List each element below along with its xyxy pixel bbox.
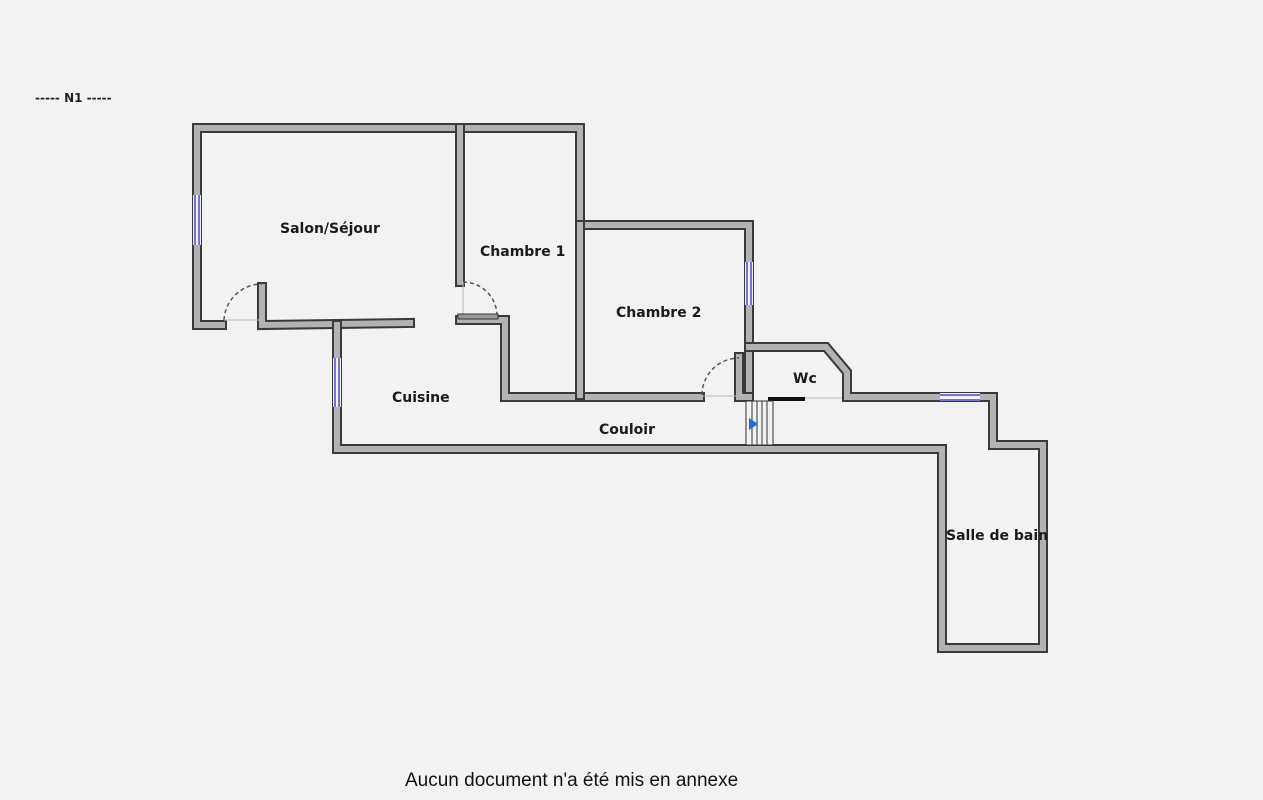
room-label-couloir: Couloir — [599, 422, 655, 438]
wall-segment — [334, 322, 1046, 651]
window-salle-de-bain — [940, 393, 980, 401]
room-label-cuisine: Cuisine — [392, 390, 450, 406]
walls — [192, 123, 1048, 653]
footer-note: Aucun document n'a été mis en annexe — [405, 770, 738, 791]
wall-segment — [194, 125, 752, 400]
room-label-chambre1: Chambre 1 — [480, 244, 565, 260]
door-leaf-chambre1 — [457, 313, 499, 320]
doors — [223, 281, 740, 396]
window-cuisine — [333, 358, 341, 407]
window-salon — [193, 195, 201, 245]
stair-arrow-icon — [749, 418, 758, 430]
wall-segment — [192, 123, 754, 402]
wall-segment — [332, 320, 1048, 653]
door-chambre2 — [701, 357, 740, 396]
window-chambre2 — [745, 262, 753, 305]
wall-segment — [259, 284, 414, 329]
room-label-chambre2: Chambre 2 — [616, 305, 701, 321]
wall-segment — [257, 282, 416, 331]
room-label-salle-de-bain: Salle de bain — [946, 528, 1048, 544]
room-label-wc: Wc — [793, 371, 817, 387]
door-chambre1 — [462, 281, 498, 317]
stairs — [745, 400, 774, 446]
level-label: ----- N1 ----- — [35, 91, 112, 105]
windows — [193, 195, 980, 407]
room-label-salon: Salon/Séjour — [280, 221, 380, 237]
wall-segment — [457, 317, 703, 400]
wall-segment — [736, 354, 752, 400]
door-salon — [223, 283, 263, 321]
